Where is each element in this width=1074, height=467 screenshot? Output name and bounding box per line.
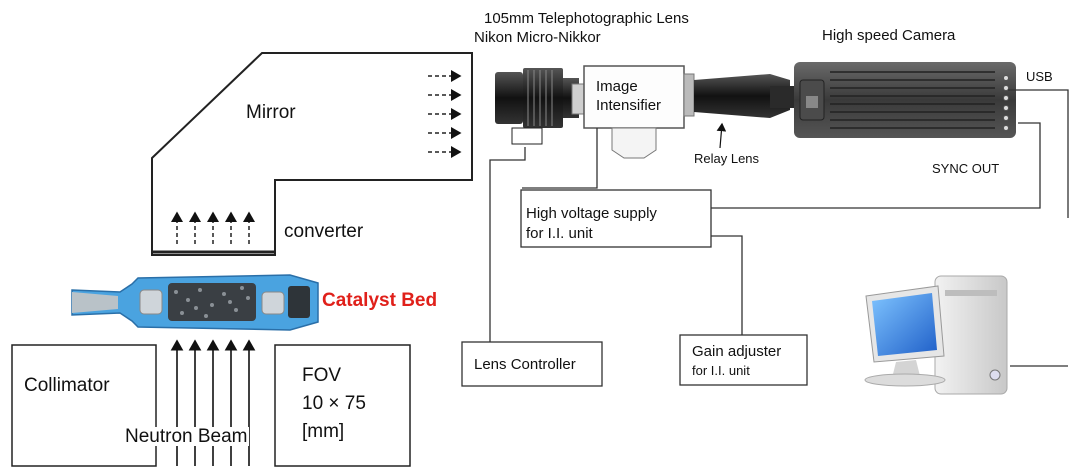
high-speed-camera [794,62,1016,138]
relay-lens-pointer [716,122,727,149]
image-intensifier-line2: Intensifier [596,97,662,114]
relay-lens [694,74,794,118]
neutron-beam-arrows [170,339,256,466]
light-arrows-vertical [171,211,255,244]
relay-lens-label: Relay Lens [694,151,760,166]
gain-adjuster-line1: Gain adjuster [692,343,782,360]
lens-title-line1: 105mm Telephotographic Lens [484,10,689,27]
catalyst-reactor [71,274,319,331]
camera-label: High speed Camera [822,27,956,44]
cables [489,89,1069,367]
image-intensifier-line1: Image [596,78,638,95]
gain-adjuster-line2: for I.I. unit [692,363,750,378]
mirror-box [151,52,473,256]
light-arrows-horizontal [428,70,462,158]
telephoto-lens [495,68,587,145]
lens-title-line2: Nikon Micro-Nikkor [474,29,601,46]
lens-controller-label: Lens Controller [474,356,576,373]
usb-label: USB [1026,69,1053,84]
converter-label: converter [284,221,364,242]
hv-supply-line1: High voltage supply [526,205,657,222]
collimator-label: Collimator [24,375,110,396]
image-intensifier [583,65,695,159]
fov-line2: 10 × 75 [302,393,366,414]
fov-line3: [mm] [302,421,345,442]
fov-line1: FOV [302,365,342,386]
hv-supply-line2: for I.I. unit [526,225,593,242]
sync-out-label: SYNC OUT [932,161,1000,176]
lens-controller-box [461,341,603,387]
catalyst-bed-label: Catalyst Bed [322,290,438,311]
desktop-computer-icon [864,275,1008,395]
neutron-beam-label: Neutron Beam [124,426,249,447]
collimator-box [11,344,157,467]
fov-box [274,344,411,467]
hv-supply-box [520,189,712,248]
mirror-label: Mirror [246,102,296,123]
gain-adjuster-box [679,334,808,386]
